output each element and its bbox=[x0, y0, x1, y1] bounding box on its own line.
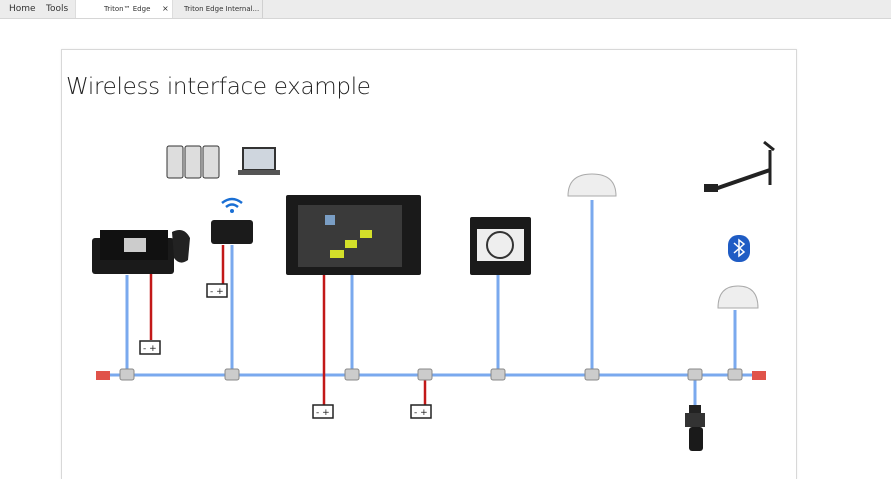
tee-connector bbox=[490, 368, 506, 381]
slide-title: Wireless interface example bbox=[66, 74, 371, 100]
svg-text:- +: - + bbox=[143, 344, 157, 354]
tab-label: Triton Edge Internal... bbox=[184, 5, 260, 13]
terminator-icon bbox=[752, 371, 766, 380]
battery-icon: - + bbox=[206, 283, 228, 298]
tee-connectors bbox=[119, 368, 743, 381]
vhf-radio-icon bbox=[92, 230, 190, 274]
tee-connector bbox=[344, 368, 360, 381]
wind-sensor-icon bbox=[704, 140, 775, 192]
tab-triton-edge-internal[interactable]: Triton Edge Internal... bbox=[172, 0, 263, 18]
close-tab-button[interactable]: × bbox=[162, 4, 169, 13]
laptop-icon bbox=[238, 147, 280, 175]
tee-connector bbox=[727, 368, 743, 381]
battery-icon: - + bbox=[410, 404, 432, 419]
tee-connector bbox=[119, 368, 135, 381]
wireless-gateway-icon bbox=[211, 197, 253, 244]
battery-icon: - + bbox=[312, 404, 334, 419]
slide bbox=[61, 49, 797, 479]
terminator-icon bbox=[96, 371, 110, 380]
chartplotter-mfd-icon bbox=[286, 195, 421, 275]
tee-connector bbox=[224, 368, 240, 381]
bluetooth-icon bbox=[728, 235, 750, 262]
gps-antenna-icon bbox=[567, 173, 759, 309]
svg-text:- +: - + bbox=[414, 408, 428, 418]
power-lines bbox=[149, 245, 427, 405]
transducer-icon bbox=[685, 405, 705, 451]
instrument-display-icon bbox=[470, 217, 531, 275]
battery-icon: - + bbox=[139, 340, 161, 355]
phones-icon bbox=[166, 145, 220, 179]
tab-home[interactable]: Home bbox=[9, 4, 36, 14]
tee-connector bbox=[417, 368, 433, 381]
tab-triton-edge[interactable]: Triton™ Edge × bbox=[75, 0, 173, 18]
tee-connector bbox=[687, 368, 703, 381]
svg-text:- +: - + bbox=[210, 287, 224, 297]
tab-bar: Home Tools Triton™ Edge × Triton Edge In… bbox=[0, 0, 891, 19]
tee-connector bbox=[584, 368, 600, 381]
tab-label: Triton™ Edge bbox=[104, 5, 151, 13]
tab-tools[interactable]: Tools bbox=[46, 4, 69, 14]
svg-text:- +: - + bbox=[316, 408, 330, 418]
